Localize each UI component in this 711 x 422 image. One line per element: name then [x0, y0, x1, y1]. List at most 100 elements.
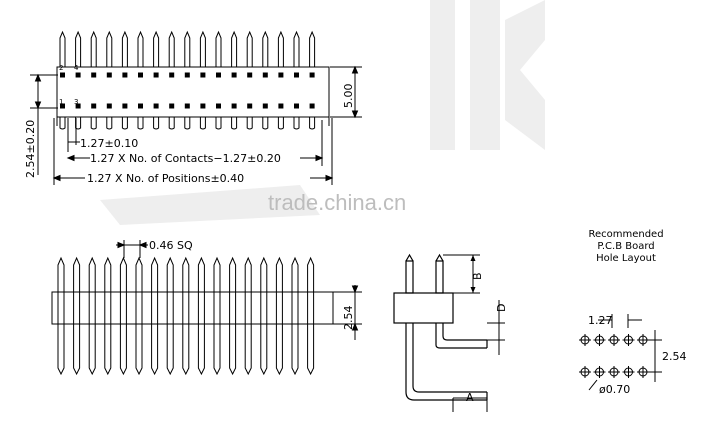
- pin-label-2: 2: [59, 64, 63, 72]
- top-pin-lower: [262, 117, 269, 130]
- front-pin-lower: [275, 324, 283, 376]
- top-pin-lower: [309, 117, 316, 130]
- top-pin-lower: [277, 117, 284, 130]
- top-pad-upper: [75, 72, 81, 78]
- top-pads-lower: [60, 103, 315, 109]
- top-pin-upper: [75, 30, 82, 67]
- top-pad-lower: [200, 103, 206, 109]
- top-pad-upper: [138, 72, 143, 78]
- top-pad-upper: [231, 72, 237, 78]
- front-pin-upper: [307, 256, 315, 292]
- top-pad-lower: [153, 103, 159, 109]
- front-pin-lower: [213, 324, 221, 376]
- top-pad-upper: [247, 72, 253, 78]
- top-pin-lower: [137, 117, 144, 130]
- top-pin-lower: [215, 117, 222, 130]
- top-pad-lower: [247, 103, 253, 109]
- top-pin-upper: [309, 30, 316, 67]
- top-pins-upper: [59, 30, 316, 67]
- pin-label-1: 1: [59, 98, 63, 106]
- pin-label-4: 4: [74, 64, 79, 72]
- front-pin-upper: [104, 256, 112, 292]
- front-pin-upper: [260, 256, 268, 292]
- front-pin-upper: [197, 256, 205, 292]
- front-pin-lower: [307, 324, 315, 376]
- top-pin-upper: [277, 30, 284, 67]
- top-pad-lower: [91, 103, 97, 109]
- top-pad-lower: [262, 103, 268, 109]
- top-pad-upper: [153, 72, 159, 78]
- front-pin-lower: [291, 324, 299, 376]
- pcb-title-line3: Hole Layout: [596, 253, 656, 264]
- dim-positions-lines: [52, 118, 334, 185]
- top-pad-lower: [184, 103, 190, 109]
- top-pad-upper: [122, 72, 128, 78]
- top-pin-lower: [168, 117, 175, 130]
- top-pin-upper: [137, 30, 144, 67]
- top-pad-lower: [216, 103, 221, 109]
- top-pin-upper: [231, 30, 238, 67]
- top-pin-lower: [153, 117, 160, 130]
- top-pin-lower: [121, 117, 128, 130]
- front-pin-upper: [88, 256, 96, 292]
- front-pin-lower: [260, 324, 268, 376]
- front-pin-upper: [291, 256, 299, 292]
- front-pin-upper: [182, 256, 190, 292]
- front-pins: [57, 256, 315, 376]
- top-pin-upper: [293, 30, 300, 67]
- top-pad-lower: [294, 103, 299, 109]
- top-pad-upper: [106, 72, 112, 78]
- top-pad-upper: [91, 72, 97, 78]
- front-pin-lower: [119, 324, 127, 376]
- front-pin-upper: [244, 256, 252, 292]
- top-pad-lower: [169, 103, 175, 109]
- top-pin-upper: [262, 30, 269, 67]
- top-pad-upper: [169, 72, 175, 78]
- top-pad-lower: [138, 103, 143, 109]
- top-pad-lower: [106, 103, 112, 109]
- top-pin-lower: [231, 117, 238, 130]
- top-pin-lower: [246, 117, 253, 130]
- dim-row-offset-lines: [30, 73, 58, 175]
- dim-height: 5.00: [342, 84, 355, 109]
- top-pad-lower: [75, 103, 81, 109]
- dim-pin-square: 0.46 SQ: [149, 239, 193, 252]
- front-pin-lower: [197, 324, 205, 376]
- front-pin-upper: [73, 256, 81, 292]
- dim-pitch-lines: [67, 118, 80, 152]
- front-pin-upper: [213, 256, 221, 292]
- top-pad-lower: [60, 103, 65, 109]
- front-pin-lower: [73, 324, 81, 376]
- top-pad-upper: [216, 72, 221, 78]
- dim-contacts: 1.27 X No. of Contacts−1.27±0.20: [90, 152, 281, 165]
- dim-row-offset: 2.54±0.20: [24, 120, 37, 178]
- top-pad-upper: [262, 72, 268, 78]
- side-label-a: A: [466, 391, 474, 404]
- dim-contacts-lines: [66, 120, 324, 166]
- top-view: [56, 30, 330, 130]
- top-pin-lower: [106, 117, 113, 130]
- top-pad-upper: [184, 72, 190, 78]
- top-pin-upper: [215, 30, 222, 67]
- top-pad-upper: [294, 72, 299, 78]
- top-pad-lower: [309, 103, 315, 109]
- top-pin-upper: [153, 30, 160, 67]
- top-pin-lower: [184, 117, 191, 130]
- side-label-b: B: [471, 272, 484, 280]
- pcb-title-line1: Recommended: [588, 229, 663, 240]
- top-pin-lower: [293, 117, 300, 130]
- dim-positions: 1.27 X No. of Positions±0.40: [87, 172, 244, 185]
- front-pin-lower: [104, 324, 112, 376]
- top-pin-lower: [59, 117, 66, 130]
- dim-pitch: 1.27±0.10: [80, 137, 138, 150]
- watermark: trade.china.cn: [268, 190, 406, 215]
- front-pin-lower: [244, 324, 252, 376]
- top-pin-lower: [90, 117, 97, 130]
- front-pin-upper: [151, 256, 159, 292]
- front-pin-upper: [135, 256, 143, 292]
- top-pads-upper: [60, 72, 315, 78]
- top-pins-lower: [59, 117, 316, 130]
- top-pad-upper: [309, 72, 315, 78]
- top-pin-lower: [199, 117, 206, 130]
